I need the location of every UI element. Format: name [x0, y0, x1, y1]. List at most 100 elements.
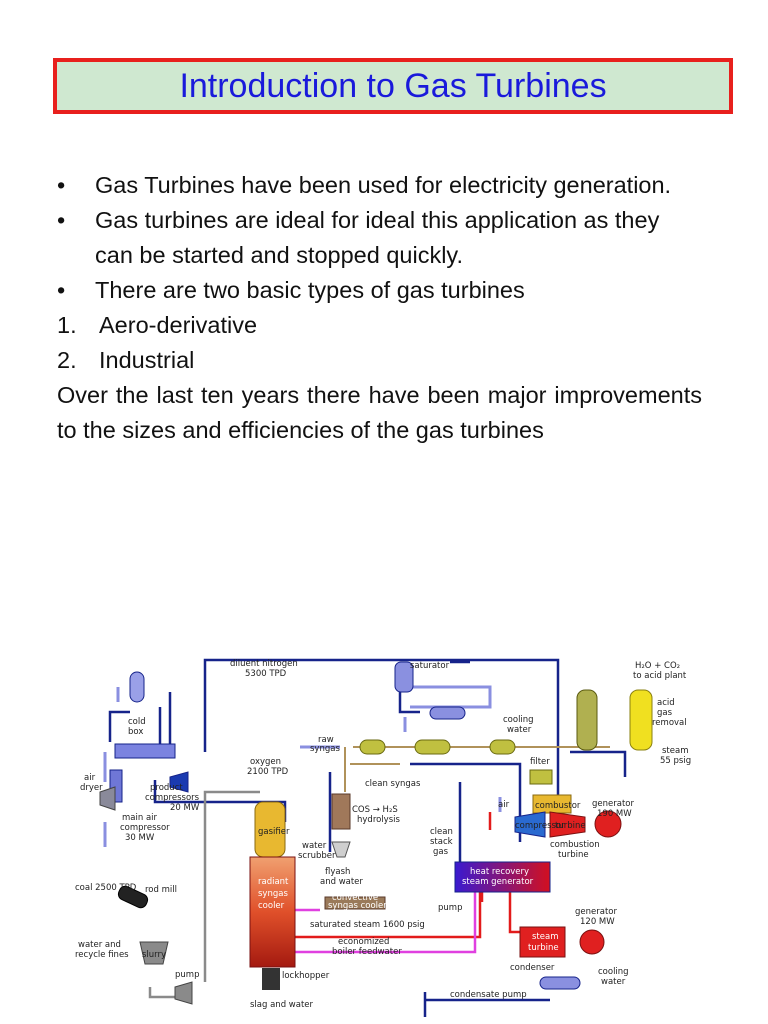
combustion-turbine — [549, 811, 586, 838]
cold-box-column — [129, 671, 145, 703]
heat-recovery-steam-generator — [454, 861, 551, 893]
title-banner: Introduction to Gas Turbines — [53, 58, 733, 114]
label: compressor — [120, 823, 170, 833]
grey-lines — [148, 790, 260, 999]
label: saturated steam 1600 psig — [310, 920, 425, 930]
heat-exchanger — [429, 706, 466, 720]
label: pump — [438, 903, 462, 913]
label: 5300 TPD — [245, 669, 287, 679]
item-text: Aero-derivative — [99, 312, 258, 338]
label: coal 2500 TPD — [75, 883, 137, 893]
syngas-lines — [344, 746, 610, 792]
label: lockhopper — [282, 971, 330, 981]
body-paragraph: Over the last ten years there have been … — [57, 382, 702, 443]
label: cooling — [503, 715, 534, 725]
label: boiler feedwater — [332, 947, 402, 957]
label: removal — [652, 718, 687, 728]
label: hydrolysis — [357, 815, 401, 825]
label: stack — [430, 837, 453, 847]
label: 2100 TPD — [247, 767, 289, 777]
label: recycle fines — [75, 950, 129, 960]
label: steam — [662, 746, 688, 756]
label: to acid plant — [633, 671, 687, 681]
label: convective — [332, 893, 378, 903]
syngas-exchanger — [489, 739, 516, 755]
label: water and — [78, 940, 121, 950]
water-scrubber — [331, 841, 351, 858]
label: slag and water — [250, 1000, 314, 1010]
label: clean — [430, 827, 453, 837]
label: syngas — [310, 744, 340, 754]
label: and water — [320, 877, 363, 887]
label: generator — [575, 907, 617, 917]
label: compressor — [515, 821, 565, 831]
process-lines — [108, 658, 627, 1017]
generator-1 — [594, 810, 622, 838]
bullet-text: Gas Turbines have been used for electric… — [95, 172, 672, 198]
label: oxygen — [250, 757, 281, 767]
slide-body: • Gas Turbines have been used for electr… — [57, 168, 702, 448]
label: 55 psig — [660, 756, 691, 766]
acid-gas-column — [576, 689, 598, 751]
bullet-mark: • — [57, 172, 66, 198]
label: product — [150, 783, 183, 793]
label: rod mill — [145, 885, 177, 895]
bullet-item: • Gas Turbines have been used for electr… — [57, 168, 702, 203]
igcc-process-diagram: diluent nitrogen 5300 TPD saturator H₂O … — [75, 658, 691, 1017]
diagram-labels: diluent nitrogen 5300 TPD saturator H₂O … — [75, 659, 691, 1010]
bullet-item: • Gas turbines are ideal for ideal this … — [57, 203, 702, 273]
bullet-mark: • — [57, 207, 66, 233]
rod-mill — [117, 885, 149, 909]
label: heat recovery — [470, 867, 529, 877]
gas-turbine-compressor — [514, 811, 546, 838]
label: steam generator — [462, 877, 534, 887]
label: water — [601, 977, 626, 987]
label: gas — [433, 847, 449, 857]
item-text: Industrial — [99, 347, 195, 373]
label: 20 MW — [170, 803, 200, 813]
label: syngas cooler — [328, 901, 387, 911]
saturator — [394, 661, 414, 693]
lockhopper — [262, 968, 280, 990]
syngas-exchanger — [414, 739, 451, 755]
convective-syngas-cooler — [324, 896, 386, 910]
label: steam — [532, 932, 558, 942]
label: pump — [175, 970, 199, 980]
label: economized — [338, 937, 389, 947]
label: clean syngas — [365, 779, 421, 789]
label: main air — [122, 813, 158, 823]
slide-title: Introduction to Gas Turbines — [179, 66, 607, 105]
label: box — [128, 727, 143, 737]
acid-gas-removal — [629, 689, 653, 751]
label: radiant — [258, 877, 289, 887]
label: air — [498, 800, 510, 810]
label: acid — [657, 698, 675, 708]
label: syngas — [258, 889, 288, 899]
label: compressors — [145, 793, 200, 803]
label: turbine — [528, 943, 559, 953]
label: 120 MW — [580, 917, 615, 927]
bullet-text: Gas turbines are ideal for ideal this ap… — [95, 207, 660, 268]
product-compressor — [169, 771, 189, 793]
radiant-syngas-cooler — [249, 856, 296, 968]
label: cooling — [598, 967, 629, 977]
label: turbine — [555, 821, 586, 831]
bullet-mark: • — [57, 277, 66, 303]
label: combustor — [535, 801, 581, 811]
label: saturator — [410, 661, 450, 671]
label: scrubber — [298, 851, 336, 861]
syngas-exchanger — [359, 739, 386, 755]
slurry-tank — [139, 941, 169, 965]
label: H₂O + CO₂ — [635, 661, 680, 671]
cos-hydrolysis-unit — [331, 793, 351, 830]
cold-box — [114, 743, 176, 759]
label: gas — [657, 708, 673, 718]
steam-turbine — [519, 926, 566, 958]
label: water — [302, 841, 327, 851]
label: cold — [128, 717, 146, 727]
item-number: 2. — [57, 347, 77, 373]
label: water — [507, 725, 532, 735]
label: filter — [530, 757, 550, 767]
label: turbine — [558, 850, 589, 860]
bullet-text: There are two basic types of gas turbine… — [95, 277, 525, 303]
